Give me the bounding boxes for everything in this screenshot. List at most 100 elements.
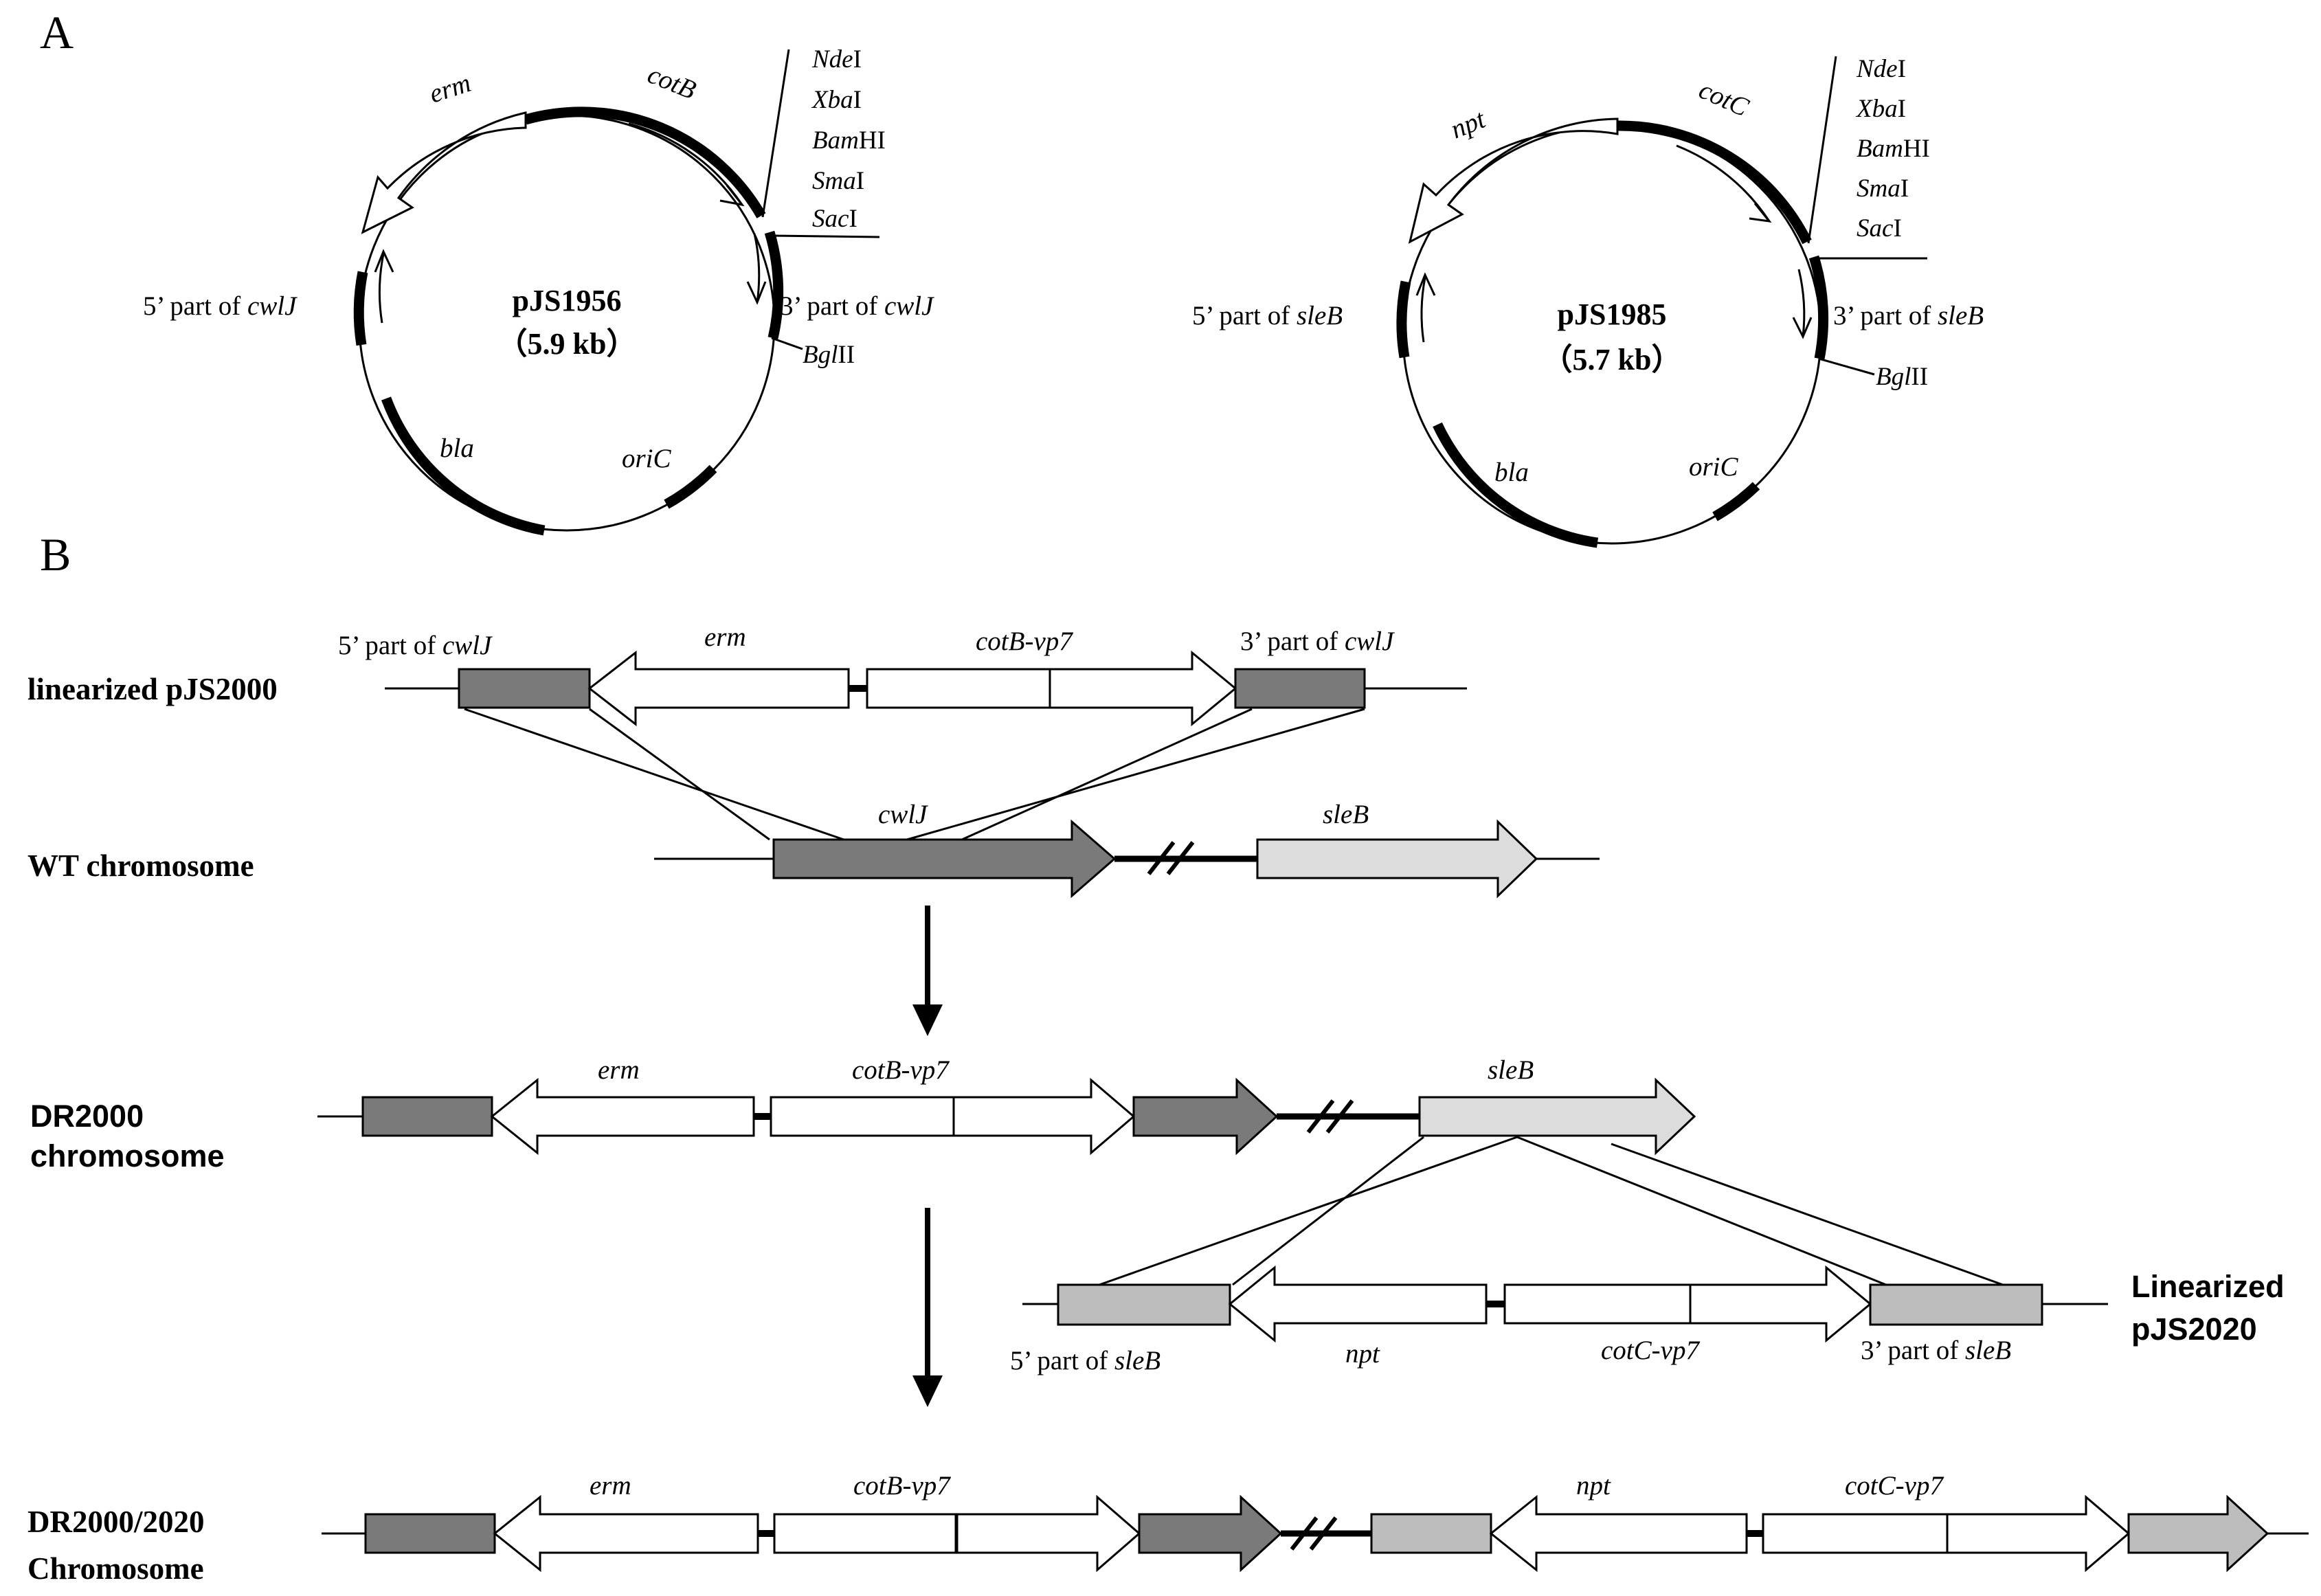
cwlJ-label: cwlJ	[878, 800, 928, 829]
row-linearized-pJS2000: linearized pJS2000 5’ part of cwlJ erm c…	[27, 622, 1467, 727]
5prime-cwlJ-label: 5’ part of cwlJ	[338, 631, 493, 660]
plasmid-1-bgl-label: BglII	[803, 341, 855, 369]
plasmid-2-site-list: NdeI XbaI BamHI SmaI SacI	[1855, 55, 1930, 243]
erm-label: erm	[590, 1471, 631, 1501]
plasmid-2-5prime-arrowhead	[1415, 272, 1436, 296]
plasmid-2-backbone	[1402, 124, 1822, 545]
3prime-cwlJ-arrow	[1132, 1077, 1279, 1156]
5prime-cwlJ-box	[364, 1513, 496, 1554]
cotB-vp7-label: cotB-vp7	[976, 627, 1073, 656]
plasmid-2-bla-segment	[1433, 422, 1599, 548]
break-mark	[1309, 1516, 1338, 1551]
plasmid-1-oriC-segment	[664, 464, 717, 509]
break-mark	[1325, 1099, 1354, 1134]
plasmid-2-size: （5.7 kb）	[1543, 343, 1682, 376]
row-linearized-pJS2020: 5’ part of sleB npt cotC-vp7 3’ part of …	[1010, 1265, 2285, 1375]
plasmid-1-erm-arrow	[361, 111, 527, 234]
plasmid-pJS1985-map: npt cotC bla oriC pJS1985 （5.7 kb） NdeI …	[1192, 55, 1984, 548]
sleB-label: sleB	[1323, 800, 1369, 829]
3prime-cwlJ-arrow	[1138, 1494, 1283, 1573]
plasmid-1-sac-leader	[769, 234, 880, 238]
row-label-pJS2020-line1: Linearized	[2131, 1269, 2285, 1304]
row-wt-chromosome: WT chromosome cwlJ sleB	[27, 800, 1600, 899]
plasmid-2-oriC-label: oriC	[1689, 452, 1739, 482]
plasmid-2-npt-arrow	[1408, 117, 1619, 244]
plasmid-1-3prime-direction	[753, 233, 761, 303]
cotC-vp7-label: cotC-vp7	[1845, 1471, 1944, 1501]
row-dr2000-2020-chromosome: DR2000/2020 Chromosome erm cotB-vp7 npt …	[27, 1471, 2309, 1586]
plasmid-1-site-leader	[761, 49, 790, 218]
plasmid-1-3prime-label: 3’ part of cwlJ	[780, 291, 934, 321]
cotB-vp7-label: cotB-vp7	[852, 1055, 950, 1085]
plasmid-1-cotB-arrowhead	[719, 185, 745, 207]
crossover-lines-1	[464, 708, 1365, 841]
erm-arrow	[490, 1077, 755, 1156]
plasmid-1-erm-label: erm	[425, 68, 474, 109]
3prime-cwlJ-label: 3’ part of cwlJ	[1240, 627, 1395, 656]
plasmid-1-cotB-label: cotB	[644, 59, 700, 105]
cotB-vp7-arrow	[866, 650, 1237, 727]
break-mark	[1306, 1099, 1335, 1134]
plasmid-2-name: pJS1985	[1558, 297, 1667, 331]
3prime-sleB-arrow	[2127, 1494, 2269, 1573]
erm-label: erm	[704, 622, 746, 652]
crossover-lines-2	[1099, 1136, 2004, 1286]
break-mark	[1290, 1516, 1319, 1551]
row-label-linearized-pJS2000: linearized pJS2000	[27, 672, 278, 706]
plasmid-1-5prime-cwlJ-segment	[353, 271, 368, 346]
npt-arrow	[1489, 1494, 1748, 1573]
down-arrow-1	[912, 906, 943, 1036]
plasmid-2-bgl-leader	[1818, 357, 1875, 376]
row-label-dr2000-2020-line2: Chromosome	[27, 1551, 204, 1586]
plasmid-2-cotC-arrowhead	[1749, 203, 1772, 223]
3prime-sleB-label: 3’ part of sleB	[1861, 1336, 2011, 1365]
plasmid-1-5prime-direction	[378, 254, 385, 324]
row-dr2000-chromosome: DR2000 chromosome erm cotB-vp7 sleB	[30, 1055, 1696, 1173]
plasmid-2-5prime-direction	[1420, 277, 1426, 343]
plasmid-1-bgl-leader	[771, 337, 803, 350]
5prime-sleB-label: 5’ part of sleB	[1010, 1346, 1160, 1375]
sleB-label: sleB	[1488, 1055, 1534, 1085]
5prime-cwlJ-box	[458, 668, 591, 709]
plasmid-1-site: SmaI	[812, 167, 864, 195]
npt-label: npt	[1576, 1471, 1611, 1501]
plasmid-2-bgl-label: BglII	[1876, 363, 1928, 391]
plasmid-2-3prime-sleB-segment	[1808, 255, 1829, 360]
plasmid-2-npt-label: npt	[1446, 104, 1490, 144]
panel-a-label: A	[40, 6, 74, 58]
plasmid-2-site-leader	[1807, 56, 1837, 244]
plasmid-1-site-list: NdeI XbaI BamHI SmaI SacI	[811, 45, 886, 233]
cotC-vp7-arrow	[1762, 1494, 2131, 1573]
cotB-vp7-label: cotB-vp7	[853, 1471, 951, 1501]
sleB-arrow	[1418, 1077, 1696, 1156]
plasmid-1-bla-segment	[381, 396, 546, 536]
erm-arrow	[587, 650, 850, 727]
plasmid-1-oriC-label: oriC	[622, 444, 672, 473]
erm-arrow	[493, 1494, 759, 1573]
plasmid-2-3prime-direction	[1797, 269, 1806, 337]
plasmid-1-cotB-segment	[524, 106, 766, 218]
row-label-wt: WT chromosome	[27, 848, 254, 883]
row-label-pJS2020-line2: pJS2020	[2131, 1312, 2257, 1347]
plasmid-1-site: NdeI	[811, 45, 862, 74]
cotC-vp7-label: cotC-vp7	[1601, 1336, 1700, 1365]
row-label-dr2000-line1: DR2000	[30, 1099, 144, 1134]
plasmid-2-3prime-arrowhead	[1792, 317, 1813, 339]
cwlJ-arrow	[772, 819, 1117, 899]
panel-b-label: B	[40, 528, 71, 581]
plasmid-1-5prime-label: 5’ part of cwlJ	[143, 291, 298, 321]
plasmid-1-3prime-cwlJ-segment	[764, 230, 784, 339]
3prime-sleB-box	[1869, 1283, 2043, 1326]
plasmid-2-5prime-sleB-segment	[1396, 280, 1411, 359]
plasmid-1-name: pJS1956	[513, 284, 622, 317]
plasmid-2-bla-label: bla	[1494, 458, 1529, 487]
plasmid-1-site: SacI	[812, 205, 857, 233]
plasmid-2-site: BamHI	[1857, 135, 1930, 163]
npt-label: npt	[1345, 1339, 1380, 1369]
plasmid-2-site: SmaI	[1857, 175, 1909, 203]
plasmid-2-site: XbaI	[1855, 95, 1906, 123]
5prime-cwlJ-box	[361, 1096, 493, 1137]
plasmid-2-site: SacI	[1857, 214, 1902, 243]
plasmid-2-oriC-segment	[1712, 482, 1760, 521]
plasmid-2-3prime-label: 3’ part of sleB	[1833, 301, 1984, 330]
